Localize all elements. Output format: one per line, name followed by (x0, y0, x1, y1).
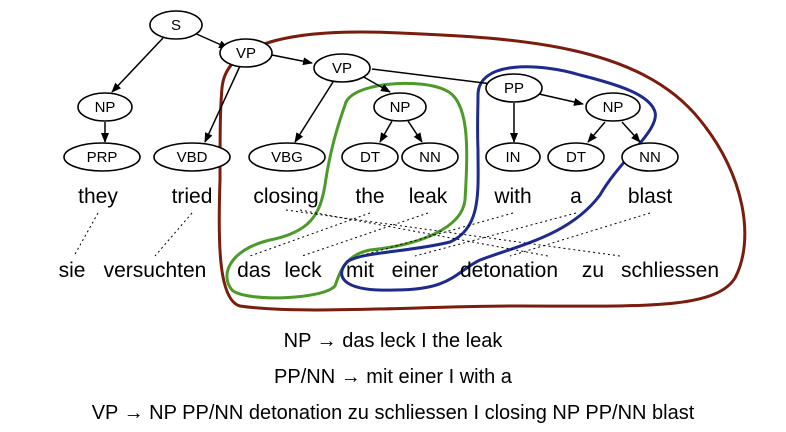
tree-node-pp: PP (485, 73, 543, 103)
german-word: das (237, 259, 271, 282)
german-word: einer (392, 259, 439, 282)
svg-text:DT: DT (566, 149, 586, 166)
english-word: a (570, 185, 582, 208)
svg-text:NN: NN (639, 149, 661, 166)
german-word: versuchten (104, 259, 207, 282)
outer-vp-region (217, 30, 747, 312)
tree-node-np3: NP (585, 92, 641, 122)
german-word: zu (582, 259, 604, 282)
rule-np: NP → das leck I the leak (284, 330, 504, 352)
english-word: blast (628, 185, 673, 208)
tree-node-nn2: NN (621, 142, 679, 172)
svg-text:NN: NN (419, 149, 441, 166)
german-sentence: sie versuchten das leck mit einer detona… (59, 259, 719, 282)
tree-edges (101, 31, 641, 143)
alignment-lines (73, 209, 651, 257)
svg-text:NP → das leck I the leak: NP → das leck I the leak (284, 330, 504, 352)
english-word: the (355, 185, 384, 208)
tree-node-in: IN (485, 142, 541, 172)
tree-node-np1: NP (77, 92, 133, 122)
english-word: leak (409, 185, 448, 208)
svg-text:NP: NP (95, 99, 116, 116)
tree-node-vbd: VBD (153, 142, 231, 172)
rule-pp-nn: PP/NN → mit einer I with a (274, 366, 513, 388)
svg-text:PP: PP (504, 80, 524, 97)
np-region (225, 81, 469, 300)
english-word: with (493, 185, 531, 208)
tree-node-np2: NP (373, 92, 427, 122)
english-word: closing (253, 185, 318, 208)
tree-node-dt2: DT (547, 142, 605, 172)
tree-node-prp: PRP (63, 142, 141, 172)
german-word: sie (59, 259, 86, 282)
svg-text:VP → NP PP/NN detonation zu s: VP → NP PP/NN detonation zu schliessen I… (92, 402, 695, 424)
svg-text:PRP: PRP (87, 149, 118, 166)
svg-text:VBD: VBD (177, 149, 208, 166)
svg-text:VP: VP (236, 45, 256, 62)
svg-text:NP: NP (390, 99, 411, 116)
svg-text:NP: NP (603, 99, 624, 116)
tree-node-vbg: VBG (248, 142, 326, 172)
german-word: detonation (460, 259, 558, 282)
english-word: they (78, 185, 118, 208)
tree-node-vp2: VP (313, 53, 371, 83)
tree-node-s: S (149, 10, 203, 40)
german-word: schliessen (621, 259, 719, 282)
svg-text:VP: VP (332, 60, 352, 77)
svg-text:IN: IN (506, 149, 521, 166)
tree-node-nn1: NN (401, 142, 459, 172)
svg-text:S: S (171, 17, 181, 34)
svg-text:VBG: VBG (271, 149, 303, 166)
german-word: leck (284, 259, 322, 282)
svg-text:PP/NN → mit einer I with a: PP/NN → mit einer I with a (274, 366, 513, 388)
svg-text:DT: DT (360, 149, 380, 166)
rule-vp: VP → NP PP/NN detonation zu schliessen I… (92, 402, 695, 424)
tree-node-dt1: DT (341, 142, 399, 172)
german-word: mit (346, 259, 374, 282)
tree-node-vp1: VP (219, 38, 273, 68)
english-sentence: they tried closing the leak with a blast (78, 185, 672, 208)
english-word: tried (172, 185, 213, 208)
